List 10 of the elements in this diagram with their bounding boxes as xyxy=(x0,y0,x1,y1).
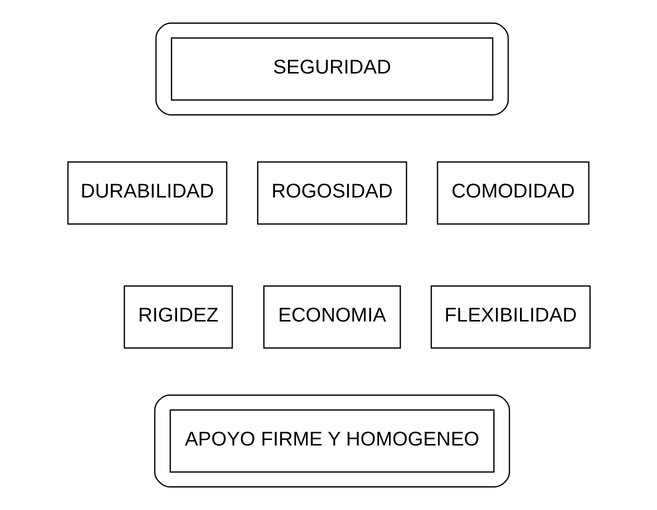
node-box: SEGURIDAD xyxy=(170,37,493,101)
cluster xyxy=(154,22,508,116)
node-box: ECONOMIA xyxy=(262,285,400,349)
node-box: DURABILIDAD xyxy=(66,161,227,225)
node-box: ROGOSIDAD xyxy=(256,161,407,225)
cluster xyxy=(154,394,510,488)
node-box: FLEXIBILIDAD xyxy=(430,285,590,349)
node-box: COMODIDAD xyxy=(436,161,589,225)
node-box: RIGIDEZ xyxy=(123,285,232,349)
node-box: APOYO FIRME Y HOMOGENEO xyxy=(169,409,494,473)
